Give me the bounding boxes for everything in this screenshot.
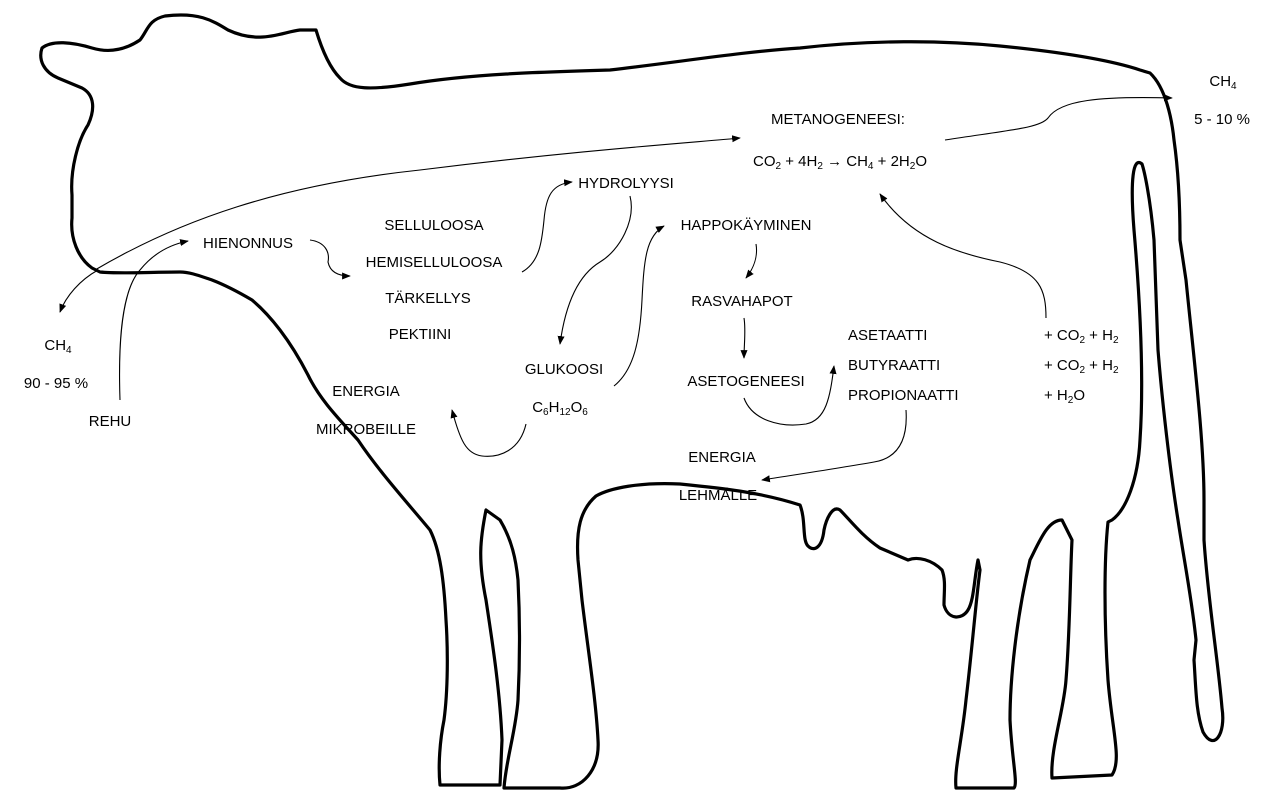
arrow-products-to-cow [762,410,906,480]
arrow-methane-mouth [60,270,98,312]
feed-label: REHU [89,413,132,430]
arrow-to-hydrolysis [522,182,572,272]
energy-microbes-line1: ENERGIA [332,383,400,400]
energy-cow-line1: ENERGIA [688,449,756,466]
arrow-fatty-to-aceto [744,318,745,358]
arrow-mouth-to-tail [95,138,740,270]
grinding-label: HIENONNUS [203,235,293,252]
methane-mouth-formula: CH4​ [44,337,72,356]
substrate-hemicellulose: HEMISELLULOOSA [366,254,503,271]
acetogenesis-label: ASETOGENEESI [687,373,804,390]
arrow-feed-in [120,241,188,400]
methanogenesis-title: METANOGENEESI: [771,111,905,128]
arrow-to-glucose [560,196,631,344]
arrow-grinding [310,240,350,276]
substrate-starch: TÄRKELLYS [385,290,471,307]
substrate-cellulose: SELLULOOSA [384,217,483,234]
methanogenesis-equation: CO2​ + 4H2​ → CH4​ + 2H2​O [753,153,927,172]
methane-tail-share: 5 - 10 % [1194,111,1250,128]
glucose-name: GLUKOOSI [525,361,603,378]
hydrolysis-label: HYDROLYYSI [578,175,674,192]
product-butyrate: BUTYRAATTI [848,357,940,374]
byproduct-3: + H2​O [1044,387,1085,406]
arrow-to-microbes [452,410,526,456]
energy-microbes-line2: MIKROBEILLE [316,421,416,438]
byproduct-2: + CO2​ + H2​ [1044,357,1119,376]
product-acetate: ASETAATTI [848,327,927,344]
arrow-byproducts-to-methanogenesis [880,194,1046,318]
arrow-methane-tail [945,98,1172,140]
arrow-glucose-to-acid [614,226,664,386]
fatty-acids-label: RASVAHAPOT [691,293,792,310]
energy-cow-line2: LEHMÄLLE [679,487,757,504]
acid-fermentation-label: HAPPOKÄYMINEN [681,217,812,234]
glucose-formula: C6​H12​O6​ [532,399,588,418]
methane-tail-formula: CH4​ [1209,73,1237,92]
product-propionate: PROPIONAATTI [848,387,959,404]
substrate-pectin: PEKTIINI [389,326,452,343]
byproduct-1: + CO2​ + H2​ [1044,327,1119,346]
methane-mouth-share: 90 - 95 % [24,375,88,392]
arrow-acid-to-fatty [746,244,757,278]
